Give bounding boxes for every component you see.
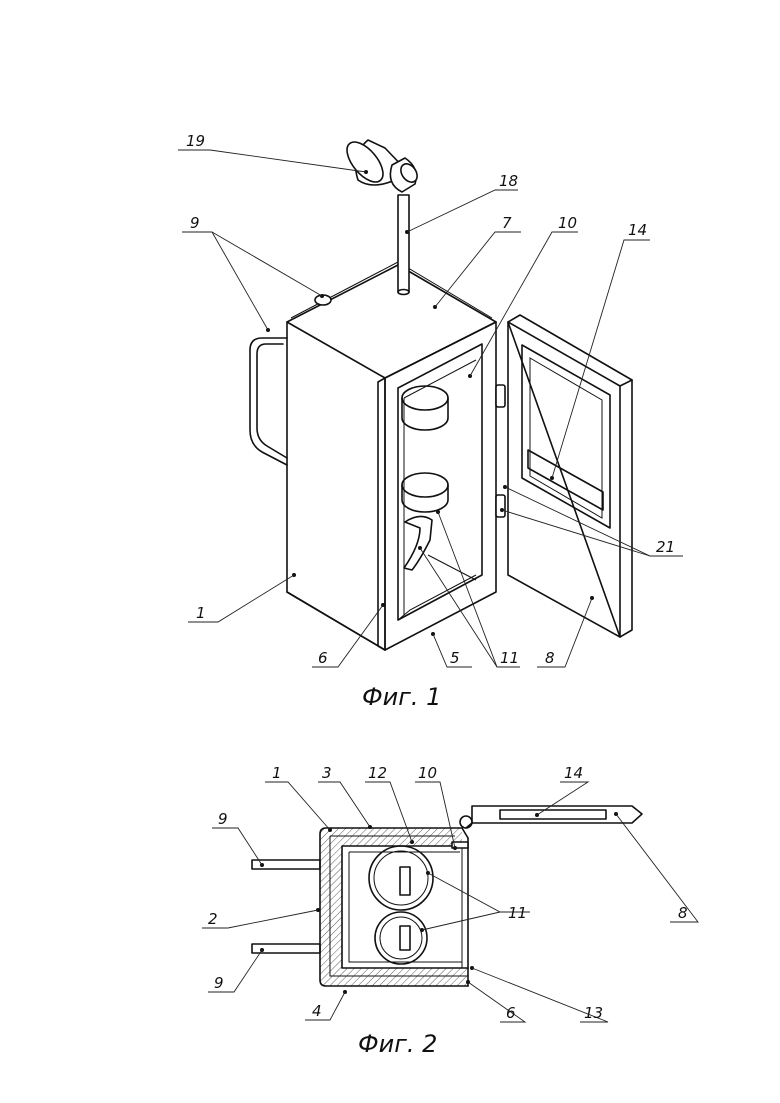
section-handles (252, 860, 320, 953)
label-14: 14 (628, 221, 647, 239)
label-9-top: 9 (218, 810, 228, 828)
section-door (452, 806, 642, 848)
label-9-bottom: 9 (214, 974, 224, 992)
label-8: 8 (545, 649, 555, 667)
figure-1: 19 18 9 7 10 14 21 1 6 5 11 8 Фиг. 1 (178, 132, 683, 711)
figure-2: 1 3 12 10 14 9 2 11 8 9 4 6 13 Фиг. 2 (202, 764, 698, 1058)
label-18: 18 (499, 172, 518, 190)
label-7: 7 (502, 214, 512, 232)
label-6: 6 (506, 1004, 516, 1022)
antenna-mast (398, 195, 409, 295)
label-3: 3 (322, 764, 332, 782)
label-10: 10 (418, 764, 437, 782)
label-11: 11 (508, 904, 527, 922)
horn-speaker (340, 136, 420, 192)
label-12: 12 (368, 764, 387, 782)
label-21: 21 (656, 538, 675, 556)
section-rings (369, 846, 433, 964)
label-10: 10 (558, 214, 577, 232)
label-6: 6 (318, 649, 328, 667)
label-8: 8 (678, 904, 688, 922)
label-14: 14 (564, 764, 583, 782)
label-19: 19 (186, 132, 205, 150)
label-4: 4 (312, 1002, 322, 1020)
door (508, 315, 632, 637)
hinge-top (496, 385, 505, 407)
fig1-leader-lines (178, 150, 683, 667)
label-1: 1 (196, 604, 206, 622)
figure-1-caption: Фиг. 1 (362, 683, 441, 711)
figure-2-caption: Фиг. 2 (358, 1030, 437, 1058)
label-5: 5 (450, 649, 460, 667)
label-1: 1 (272, 764, 282, 782)
label-13: 13 (584, 1004, 603, 1022)
hinge-bottom (496, 495, 505, 517)
fig1-leader-dots (266, 170, 594, 636)
ring-holders (402, 386, 448, 570)
label-2: 2 (208, 910, 218, 928)
cabinet-top-face (287, 265, 496, 378)
label-9: 9 (190, 214, 200, 232)
label-11: 11 (500, 649, 519, 667)
